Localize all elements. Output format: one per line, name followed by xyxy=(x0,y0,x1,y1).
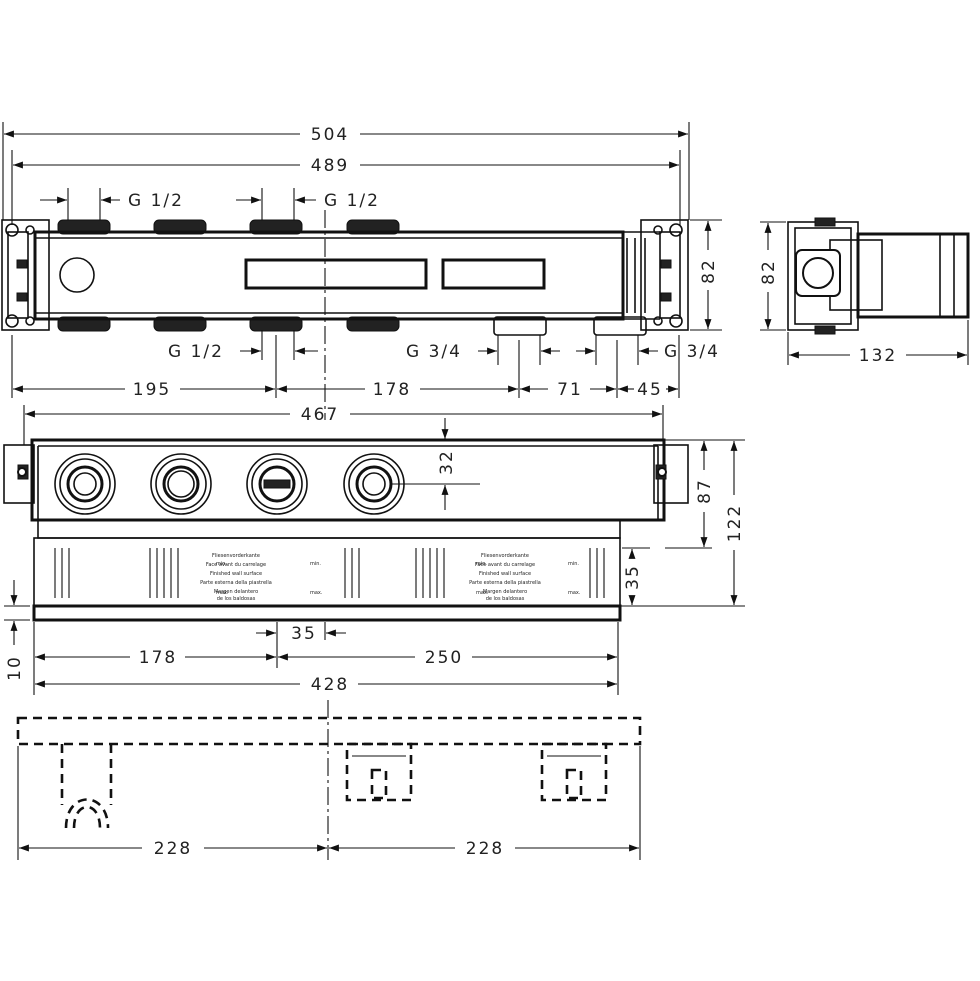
svg-text:max.: max. xyxy=(476,590,489,596)
dashed-rail xyxy=(16,716,642,746)
dim-label-35-vertical: 35 xyxy=(623,564,643,590)
thread-label-g12-a: G 1/2 xyxy=(128,191,184,211)
dim-label-504: 504 xyxy=(311,125,349,145)
svg-text:max.: max. xyxy=(216,590,229,596)
bottom-view: 228 228 xyxy=(16,700,642,860)
thread-label-g12-b: G 1/2 xyxy=(324,191,380,211)
thread-label-g34-a: G 3/4 xyxy=(406,342,462,362)
dimension-489: 489 xyxy=(12,156,679,176)
thread-label-g34-b: G 3/4 xyxy=(664,342,720,362)
svg-text:Fliesenvorderkante: Fliesenvorderkante xyxy=(212,553,260,559)
svg-text:de los baldosas: de los baldosas xyxy=(217,596,256,602)
plaster-guard xyxy=(33,537,621,607)
guard-text-right: Fliesenvorderkante Face avant du carrela… xyxy=(469,553,581,602)
dim-label-45: 45 xyxy=(637,380,663,400)
port-3 xyxy=(246,453,308,515)
svg-text:max.: max. xyxy=(568,590,581,596)
outlet-connector-6 xyxy=(593,316,647,336)
dim-label-228-right: 228 xyxy=(466,839,504,859)
dim-label-489: 489 xyxy=(311,156,349,176)
guard-rotated-text-hints xyxy=(54,548,605,598)
dim-label-87: 87 xyxy=(695,478,715,504)
handshower-holder xyxy=(60,744,113,829)
slot-right xyxy=(441,258,546,290)
dim-label-122: 122 xyxy=(725,504,745,542)
dim-label-132: 132 xyxy=(859,346,897,366)
svg-text:Finished wall surface: Finished wall surface xyxy=(479,571,531,577)
side-port xyxy=(802,257,834,289)
dim-label-195: 195 xyxy=(133,380,171,400)
front-view: 467 xyxy=(3,405,745,695)
dim-label-250: 250 xyxy=(425,648,463,668)
side-body xyxy=(856,232,970,319)
dim-label-71: 71 xyxy=(557,380,583,400)
svg-text:min.: min. xyxy=(568,561,579,567)
dim-label-428: 428 xyxy=(311,675,349,695)
port-1 xyxy=(54,453,116,515)
svg-text:Finished wall surface: Finished wall surface xyxy=(210,571,262,577)
front-bracket-right xyxy=(653,444,689,504)
svg-text:Fliesenvorderkante: Fliesenvorderkante xyxy=(481,553,529,559)
wall-outlet-left xyxy=(345,742,413,802)
dim-label-178-top: 178 xyxy=(373,380,411,400)
svg-text:de los baldosas: de los baldosas xyxy=(486,596,525,602)
guard-text-left: Fliesenvorderkante Face avant du carrela… xyxy=(200,553,323,602)
thread-label-g12-c: G 1/2 xyxy=(168,342,224,362)
top-view: 504 489 G 1/2 G 1/2 xyxy=(1,122,722,420)
dim-label-228-left: 228 xyxy=(154,839,192,859)
svg-text:Margen delantero: Margen delantero xyxy=(214,589,258,595)
bracket-right xyxy=(640,219,689,331)
outlet-connector-5 xyxy=(493,316,547,336)
mixer-body xyxy=(33,230,625,321)
svg-text:max.: max. xyxy=(310,590,323,596)
dim-label-82-top: 82 xyxy=(699,258,719,284)
knob-circle xyxy=(59,257,95,293)
svg-text:min.: min. xyxy=(310,561,321,567)
svg-text:Face avant du carrelage: Face avant du carrelage xyxy=(206,562,266,568)
svg-text:Parte esterna della piastrella: Parte esterna della piastrella xyxy=(200,580,272,586)
front-bracket-left xyxy=(3,444,35,504)
svg-text:Parte esterna della piastrella: Parte esterna della piastrella xyxy=(469,580,541,586)
dimension-504: 504 xyxy=(4,125,688,145)
slot-left xyxy=(244,258,428,290)
dim-label-10: 10 xyxy=(5,655,25,681)
dim-label-82-side: 82 xyxy=(759,259,779,285)
dim-label-467: 467 xyxy=(301,405,339,425)
svg-text:min.: min. xyxy=(476,561,487,567)
front-body xyxy=(30,438,666,522)
dim-label-32: 32 xyxy=(437,449,457,475)
side-view: 82 132 xyxy=(759,217,970,366)
svg-text:min.: min. xyxy=(216,561,227,567)
svg-text:Margen delantero: Margen delantero xyxy=(483,589,527,595)
wall-outlet-right xyxy=(540,742,608,802)
svg-text:Face avant du carrelage: Face avant du carrelage xyxy=(475,562,535,568)
dim-label-35: 35 xyxy=(291,624,317,644)
port-2 xyxy=(150,453,212,515)
bracket-left xyxy=(1,219,50,331)
dim-label-178: 178 xyxy=(139,648,177,668)
